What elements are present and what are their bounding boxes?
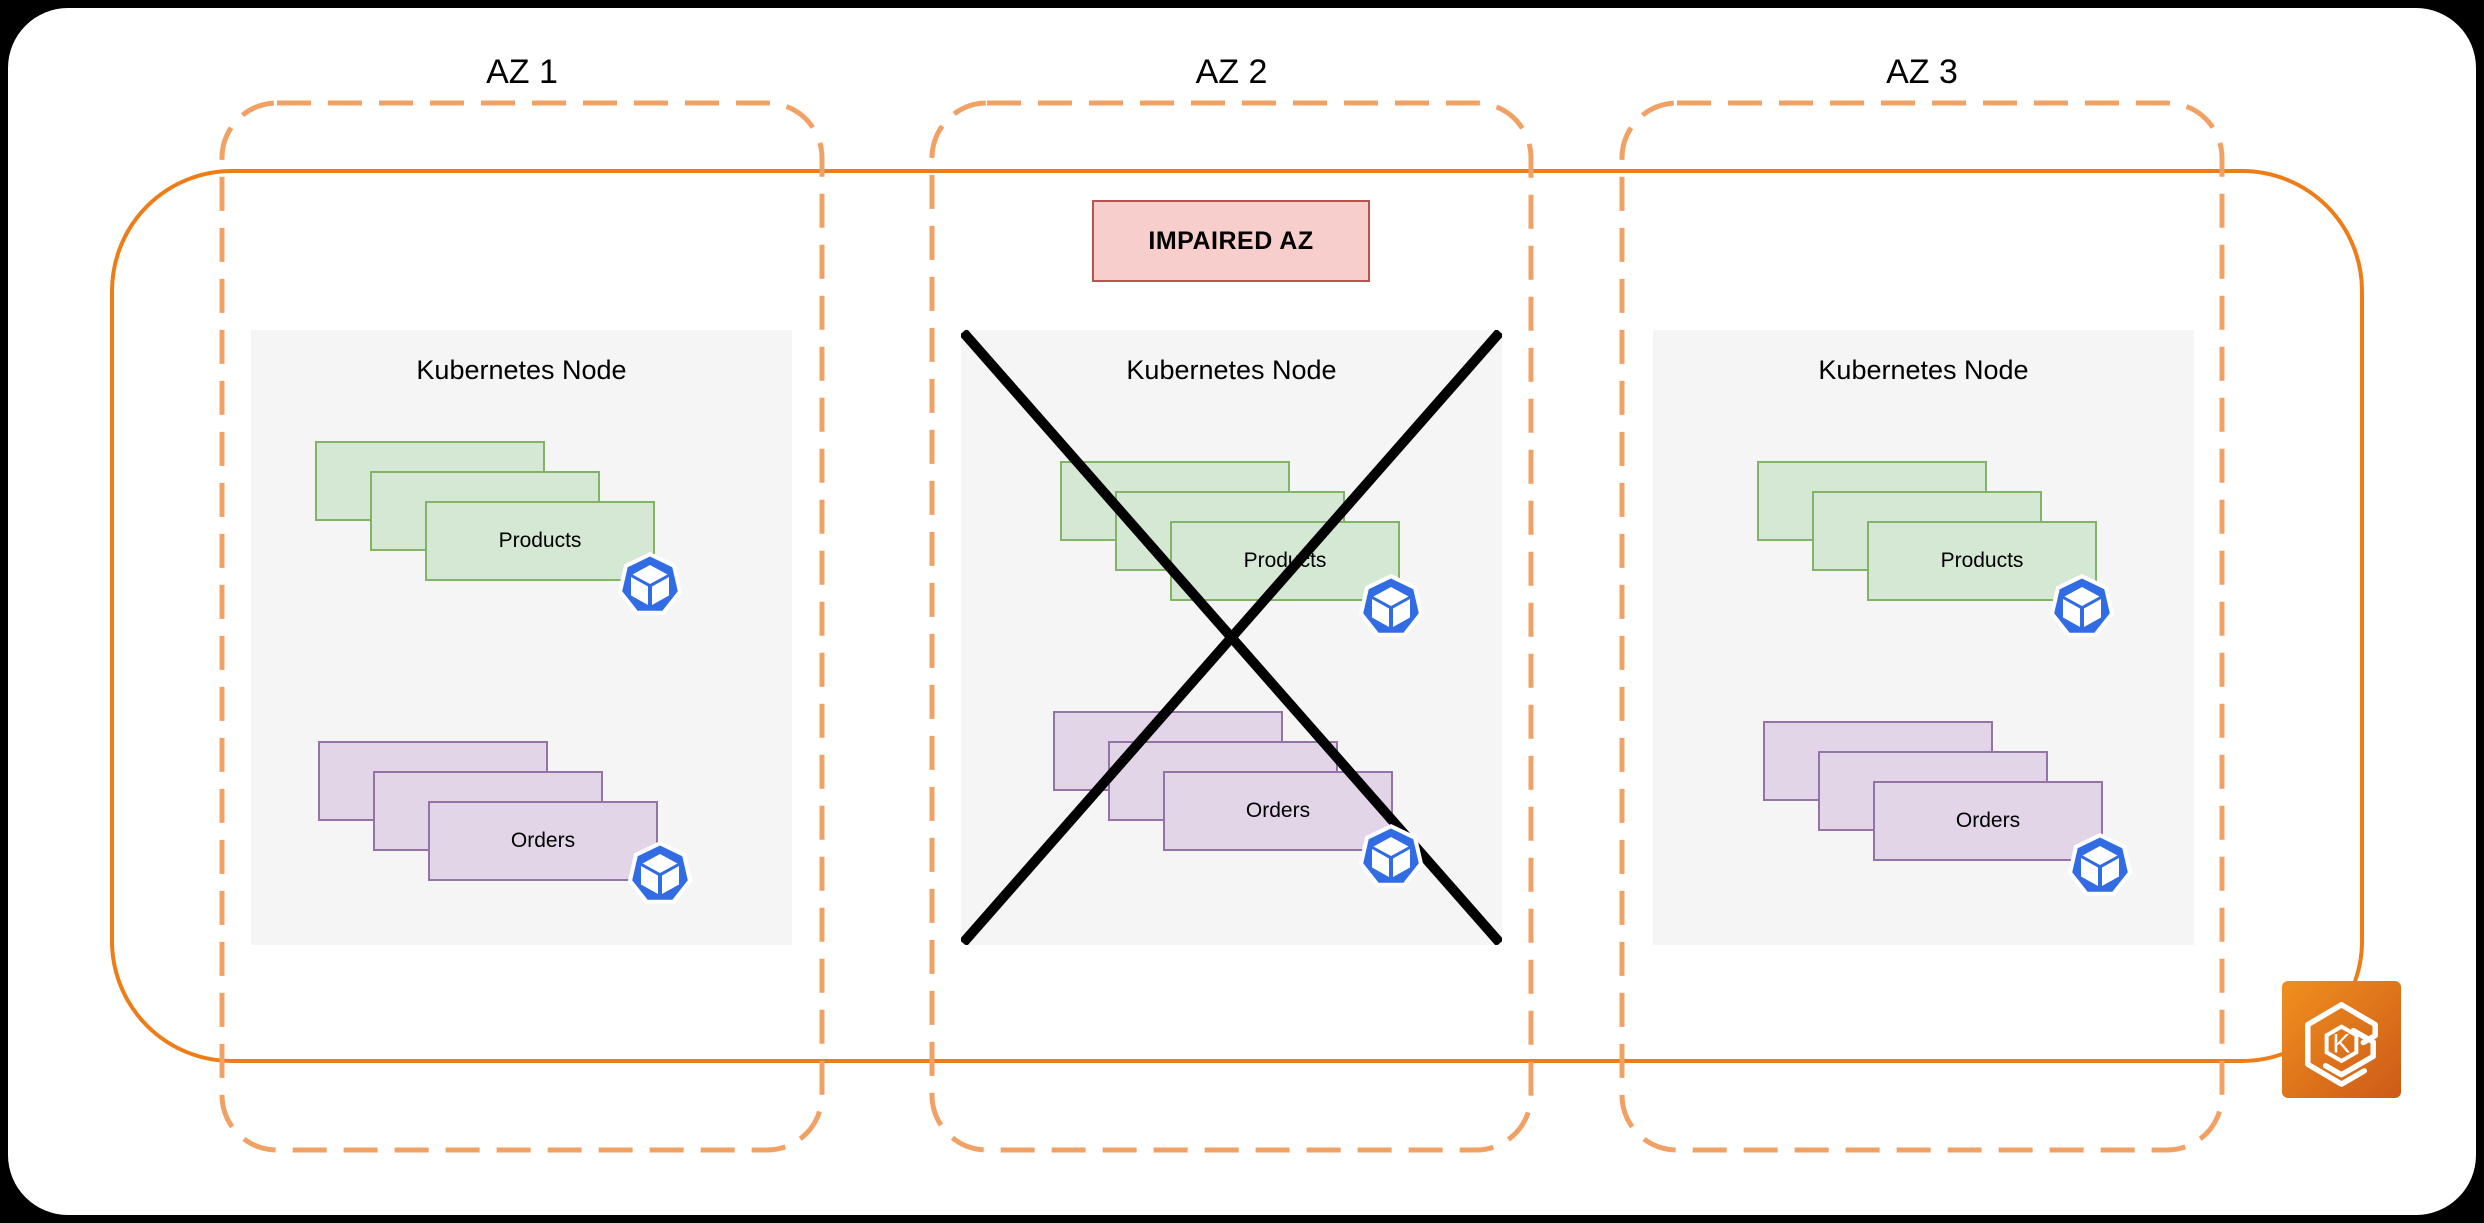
impaired-az-badge-label: IMPAIRED AZ — [1148, 226, 1314, 255]
amazon-eks-icon: K — [2282, 981, 2401, 1098]
deployment-label: Products — [498, 529, 582, 552]
kubernetes-pod-icon — [2049, 574, 2115, 637]
deployment-label: Orders — [1245, 799, 1311, 822]
products-pod-icon — [617, 552, 683, 618]
deployment-label: Products — [1940, 549, 2024, 572]
az-label: AZ 3 — [1886, 53, 1958, 91]
orders-replica: Orders — [428, 801, 658, 881]
az-label: AZ 1 — [486, 53, 558, 91]
deployment-label: Orders — [510, 829, 576, 852]
impaired-az-badge: IMPAIRED AZ — [1092, 200, 1370, 282]
eks-letter: K — [2333, 1028, 2351, 1058]
products-replica-stack: Products — [1757, 461, 2097, 601]
deployment-label: Orders — [1955, 809, 2021, 832]
products-replica: Products — [425, 501, 655, 581]
kubernetes-pod-icon — [617, 552, 683, 615]
kubernetes-pod-icon — [1358, 824, 1424, 887]
orders-pod-icon — [1358, 824, 1424, 890]
orders-pod-icon — [2067, 833, 2133, 899]
kubernetes-node-title: Kubernetes Node — [1126, 355, 1337, 385]
eks-cluster-border — [110, 169, 2364, 1063]
products-replica: Products — [1867, 521, 2097, 601]
orders-replica-stack: Orders — [318, 741, 658, 881]
eks-hexagon-art: K — [2305, 1002, 2378, 1087]
products-replica-stack: Products — [1060, 461, 1400, 601]
products-replica: Products — [1170, 521, 1400, 601]
products-pod-icon — [2049, 574, 2115, 640]
az-3-dashed-border — [1619, 100, 2225, 1153]
kubernetes-node-title: Kubernetes Node — [1818, 355, 2029, 385]
kubernetes-pod-icon — [627, 841, 693, 904]
kubernetes-pod-icon — [2067, 833, 2133, 896]
orders-pod-icon — [627, 841, 693, 907]
orders-replica-stack: Orders — [1053, 711, 1393, 851]
orders-replica-stack: Orders — [1763, 721, 2103, 861]
az-2-dashed-border — [929, 100, 1534, 1153]
orders-replica: Orders — [1873, 781, 2103, 861]
products-replica-stack: Products — [315, 441, 655, 581]
az-label: AZ 2 — [1195, 53, 1268, 91]
kubernetes-pod-icon — [1358, 574, 1424, 637]
az-1-dashed-border — [219, 100, 825, 1153]
products-pod-icon — [1358, 574, 1424, 640]
kubernetes-node-title: Kubernetes Node — [416, 355, 627, 385]
